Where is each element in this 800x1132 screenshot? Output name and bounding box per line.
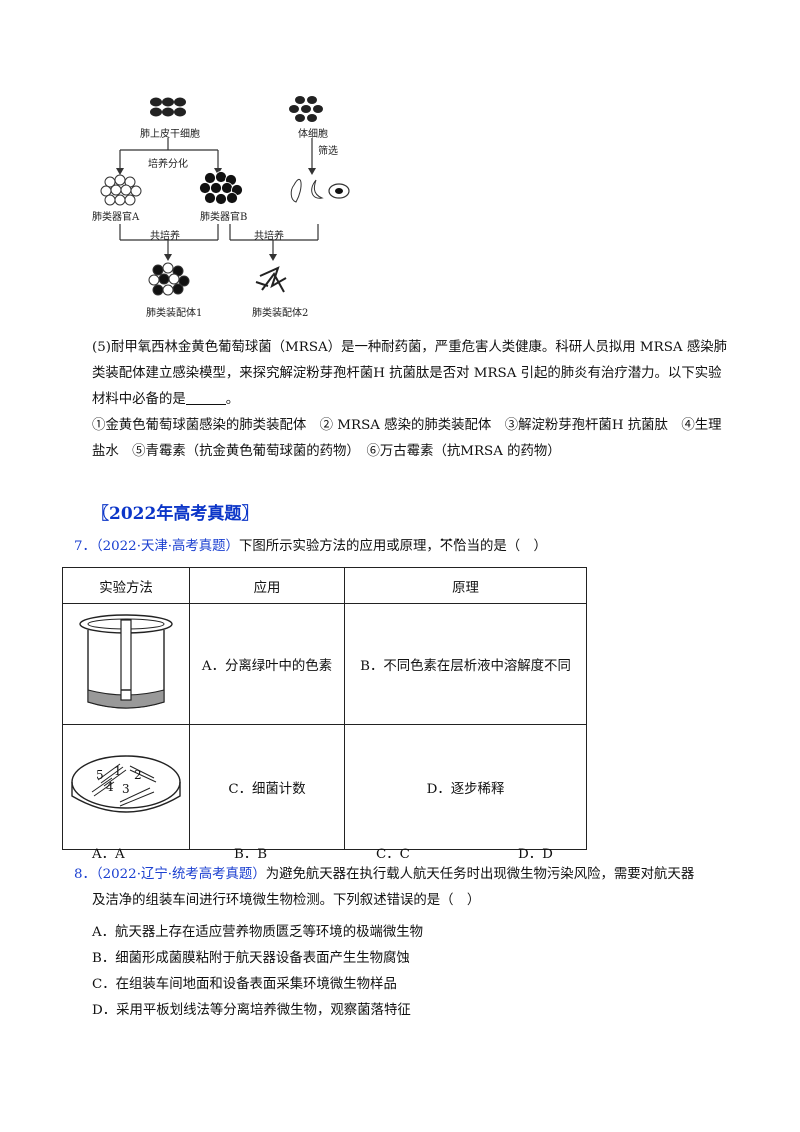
label-organoid-a: 肺类器官A: [92, 212, 140, 223]
label-screening: 筛选: [318, 146, 338, 157]
organoid-diagram-graphic: [100, 96, 350, 296]
organoid-diagram: 肺上皮干细胞 体细胞 培养分化 筛选 肺类器官A 肺类器官B 共培养 共培养 肺…: [90, 90, 350, 322]
streak-plate-cell: 1 2 3 4 5: [62, 724, 190, 850]
label-organoid-b: 肺类器官B: [200, 212, 248, 223]
q8-option-c[interactable]: C．在组装车间地面和设备表面采集环境微生物样品: [92, 977, 397, 992]
q5-line-2: 类装配体建立感染模型，来探究解淀粉芽孢杆菌H 抗菌肽是否对 MRSA 引起的肺炎…: [92, 366, 722, 381]
q7-table: 实验方法 应用 原理 A．分离绿叶中的色素 B．不同色素在层析液中溶解度不同: [62, 567, 587, 850]
streak-plate: 1 2 3 4 5: [68, 742, 184, 832]
q5-line-3-suffix: 。: [225, 392, 240, 407]
principle-cell-b: B．不同色素在层析液中溶解度不同: [344, 603, 587, 725]
app-cell-c: C．细菌计数: [189, 724, 345, 850]
plate-region-2: 2: [134, 768, 142, 782]
q8-number: 8．: [74, 867, 96, 882]
q7-stem-prefix: 下图所示实验方法的应用或原理，: [238, 539, 440, 554]
chromatography-beaker-illustration: [79, 614, 173, 709]
q7-stem-emphasis: 不恰当: [440, 539, 480, 554]
q7-stem: 7．（2022·天津·高考真题）下图所示实验方法的应用或原理，不恰当的是（ ）: [74, 536, 547, 558]
q8-option-b[interactable]: B．细菌形成菌膜粘附于航天器设备表面产生生物腐蚀: [92, 951, 410, 966]
q5-line-3: 材料中必备的是 。: [92, 387, 732, 413]
table-header-application: 应用: [189, 567, 345, 604]
q8-stem-line-1: 8．（2022·辽宁·统考高考真题）为避免航天器在执行载人航天任务时出现微生物污…: [74, 864, 694, 886]
q7-number: 7．: [74, 539, 96, 554]
q7-option-a[interactable]: A．A: [92, 847, 125, 862]
plate-region-1: 1: [114, 764, 122, 778]
app-cell-a: A．分离绿叶中的色素: [189, 603, 345, 725]
q8-stem-1: 为避免航天器在执行载人航天任务时出现微生物污染风险，需要对航天器: [265, 867, 695, 882]
principle-cell-d: D．逐步稀释: [344, 724, 587, 850]
q7-option-c[interactable]: C．C: [376, 847, 410, 862]
label-coculture-left: 共培养: [150, 231, 180, 242]
q7-options: A．A B．B C．C D．D: [92, 842, 660, 862]
answer-blank[interactable]: [185, 390, 226, 405]
q8-source: （2022·辽宁·统考高考真题）: [95, 867, 266, 882]
q8-option-a[interactable]: A．航天器上存在适应营养物质匮乏等环境的极端微生物: [92, 925, 424, 940]
label-coculture-right: 共培养: [254, 231, 284, 242]
table-header-method: 实验方法: [62, 567, 190, 604]
table-header-principle: 原理: [344, 567, 587, 604]
q8-option-d[interactable]: D．采用平板划线法等分离培养微生物，观察菌落特征: [92, 1003, 411, 1018]
q5-line-4: ①金黄色葡萄球菌感染的肺类装配体 ② MRSA 感染的肺类装配体 ③解淀粉芽孢杆…: [92, 418, 722, 433]
q7-source: （2022·天津·高考真题）: [95, 539, 239, 554]
label-induce-diff: 培养分化: [148, 159, 188, 170]
plate-region-3: 3: [122, 782, 130, 796]
label-assembly-1: 肺类装配体1: [146, 308, 203, 319]
plate-region-5: 5: [96, 768, 104, 782]
label-lung-stem-cells: 肺上皮干细胞: [140, 129, 200, 140]
chromatography-beaker-cell: [62, 603, 190, 725]
q7-option-d[interactable]: D．D: [518, 847, 553, 862]
q8-stem-line-2: 及洁净的组装车间进行环境微生物检测。下列叙述错误的是（ ）: [92, 893, 481, 908]
q5-line-1: (5)耐甲氧西林金黄色葡萄球菌（MRSA）是一种耐药菌，严重危害人类健康。科研人…: [92, 340, 727, 355]
label-body-cells: 体细胞: [298, 129, 328, 140]
q7-option-b[interactable]: B．B: [234, 847, 268, 862]
plate-region-4: 4: [106, 780, 114, 794]
q5-line-5: 盐水 ⑤青霉素（抗金黄色葡萄球菌的药物） ⑥万古霉素（抗MRSA 的药物）: [92, 444, 561, 459]
q7-stem-suffix: 的是（ ）: [479, 539, 547, 554]
streak-plate-illustration: [71, 755, 181, 813]
q5-line-3-prefix: 材料中必备的是: [92, 392, 186, 407]
section-title: 〖2022年高考真题〗: [92, 504, 259, 524]
label-assembly-2: 肺类装配体2: [252, 308, 309, 319]
